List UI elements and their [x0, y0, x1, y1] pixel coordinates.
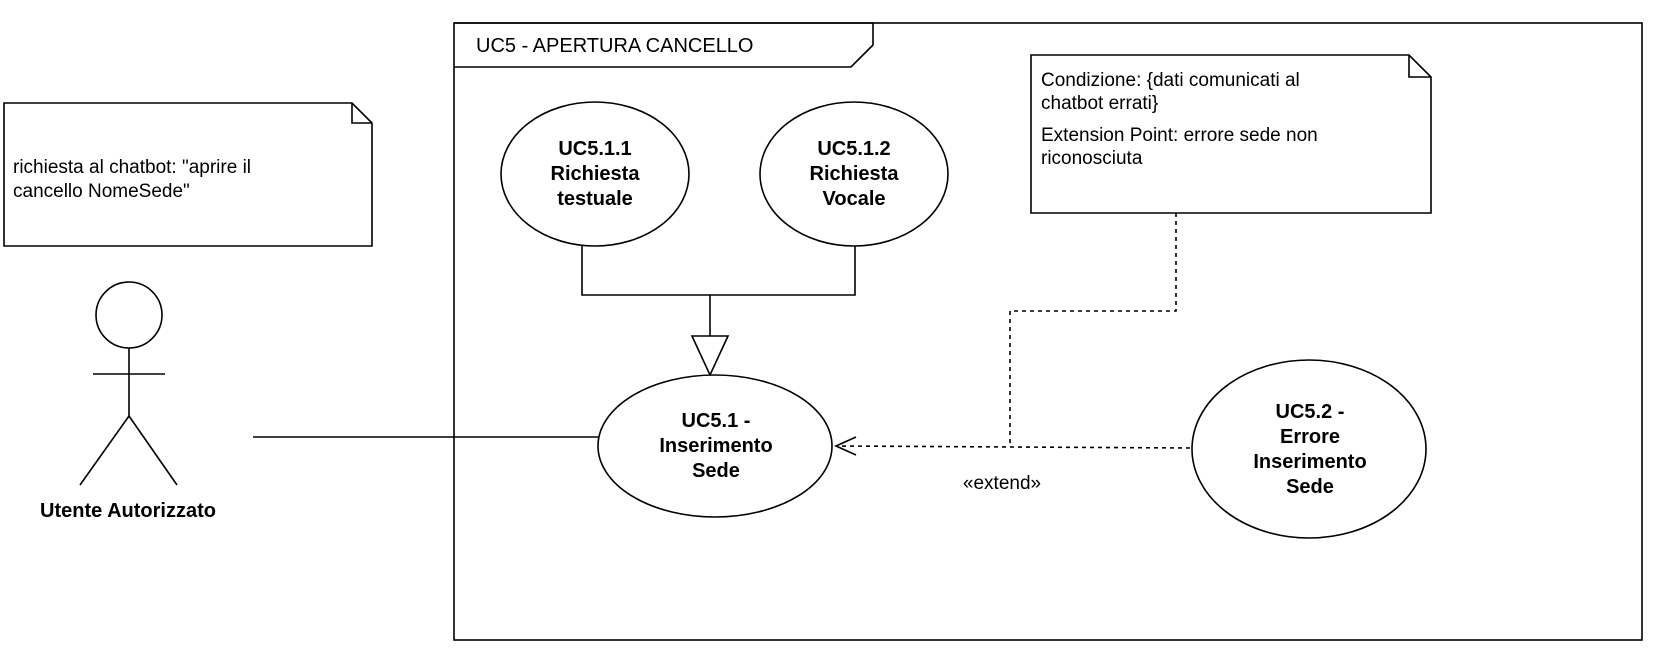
actor-note-body [3, 102, 373, 247]
uc5-1-1-line-2: Richiesta [551, 163, 641, 185]
actor-note-line-2: cancello NomeSede" [13, 181, 190, 202]
uc5-2-line-4: Sede [1286, 476, 1334, 498]
extend-line [837, 445, 1191, 449]
uc5-1-line-3: Sede [692, 460, 740, 482]
uc5-1-2-line-2: Richiesta [810, 163, 900, 185]
use-case-uc5-2-ellipse [1191, 359, 1427, 539]
actor-head [95, 281, 163, 349]
uc5-1-line-1: UC5.1 - [682, 410, 751, 432]
uc5-1-2-line-1: UC5.1.2 [817, 138, 890, 160]
condition-note-body [1030, 54, 1432, 214]
condition-note-line-4: riconosciuta [1041, 148, 1143, 169]
condition-note-line-2: chatbot errati} [1041, 93, 1158, 114]
use-case-uc5-1-ellipse [597, 374, 833, 518]
condition-note-line-1: Condizione: {dati comunicati al [1041, 70, 1300, 91]
actor-note-fold [351, 103, 372, 124]
generalization-branch [581, 246, 856, 296]
frame-title: UC5 - APERTURA CANCELLO [476, 35, 754, 57]
generalization-arrowhead [690, 335, 730, 377]
condition-note: Condizione: {dati comunicati al chatbot … [1030, 54, 1432, 214]
actor-right-leg [128, 415, 178, 486]
use-case-uc5-2: UC5.2 - Errore Inserimento Sede [1191, 359, 1427, 539]
uc5-1-1-line-1: UC5.1.1 [558, 138, 631, 160]
uc5-2-line-1: UC5.2 - [1276, 401, 1345, 423]
use-case-uc5-1-1-ellipse [500, 101, 690, 247]
extend-relationship: «extend» [834, 436, 1191, 494]
note-anchor-line [1009, 213, 1177, 447]
uc5-1-2-line-3: Vocale [823, 188, 886, 210]
extend-arrowhead [834, 436, 857, 456]
actor-note-line-1: richiesta al chatbot: "aprire il [13, 157, 251, 178]
extend-label: «extend» [963, 473, 1041, 494]
use-case-uc5-1-1: UC5.1.1 Richiesta testuale [500, 101, 690, 247]
uc5-1-line-2: Inserimento [659, 435, 772, 457]
uc5-2-line-2: Errore [1280, 426, 1340, 448]
condition-note-fold [1408, 55, 1431, 78]
actor-note: richiesta al chatbot: "aprire il cancell… [3, 102, 373, 247]
generalization-connector [581, 246, 856, 377]
actor-left-leg [79, 415, 130, 486]
condition-note-line-3: Extension Point: errore sede non [1041, 125, 1318, 146]
use-case-uc5-1: UC5.1 - Inserimento Sede [597, 374, 833, 518]
frame-title-tab [454, 22, 874, 68]
actor-label: Utente Autorizzato [40, 500, 216, 522]
use-case-uc5-1-2: UC5.1.2 Richiesta Vocale [759, 101, 949, 247]
uc5-2-line-3: Inserimento [1253, 451, 1366, 473]
uc5-1-1-line-3: testuale [557, 188, 633, 210]
actor-utente-autorizzato: Utente Autorizzato [40, 281, 216, 522]
use-case-uc5-1-2-ellipse [759, 101, 949, 247]
